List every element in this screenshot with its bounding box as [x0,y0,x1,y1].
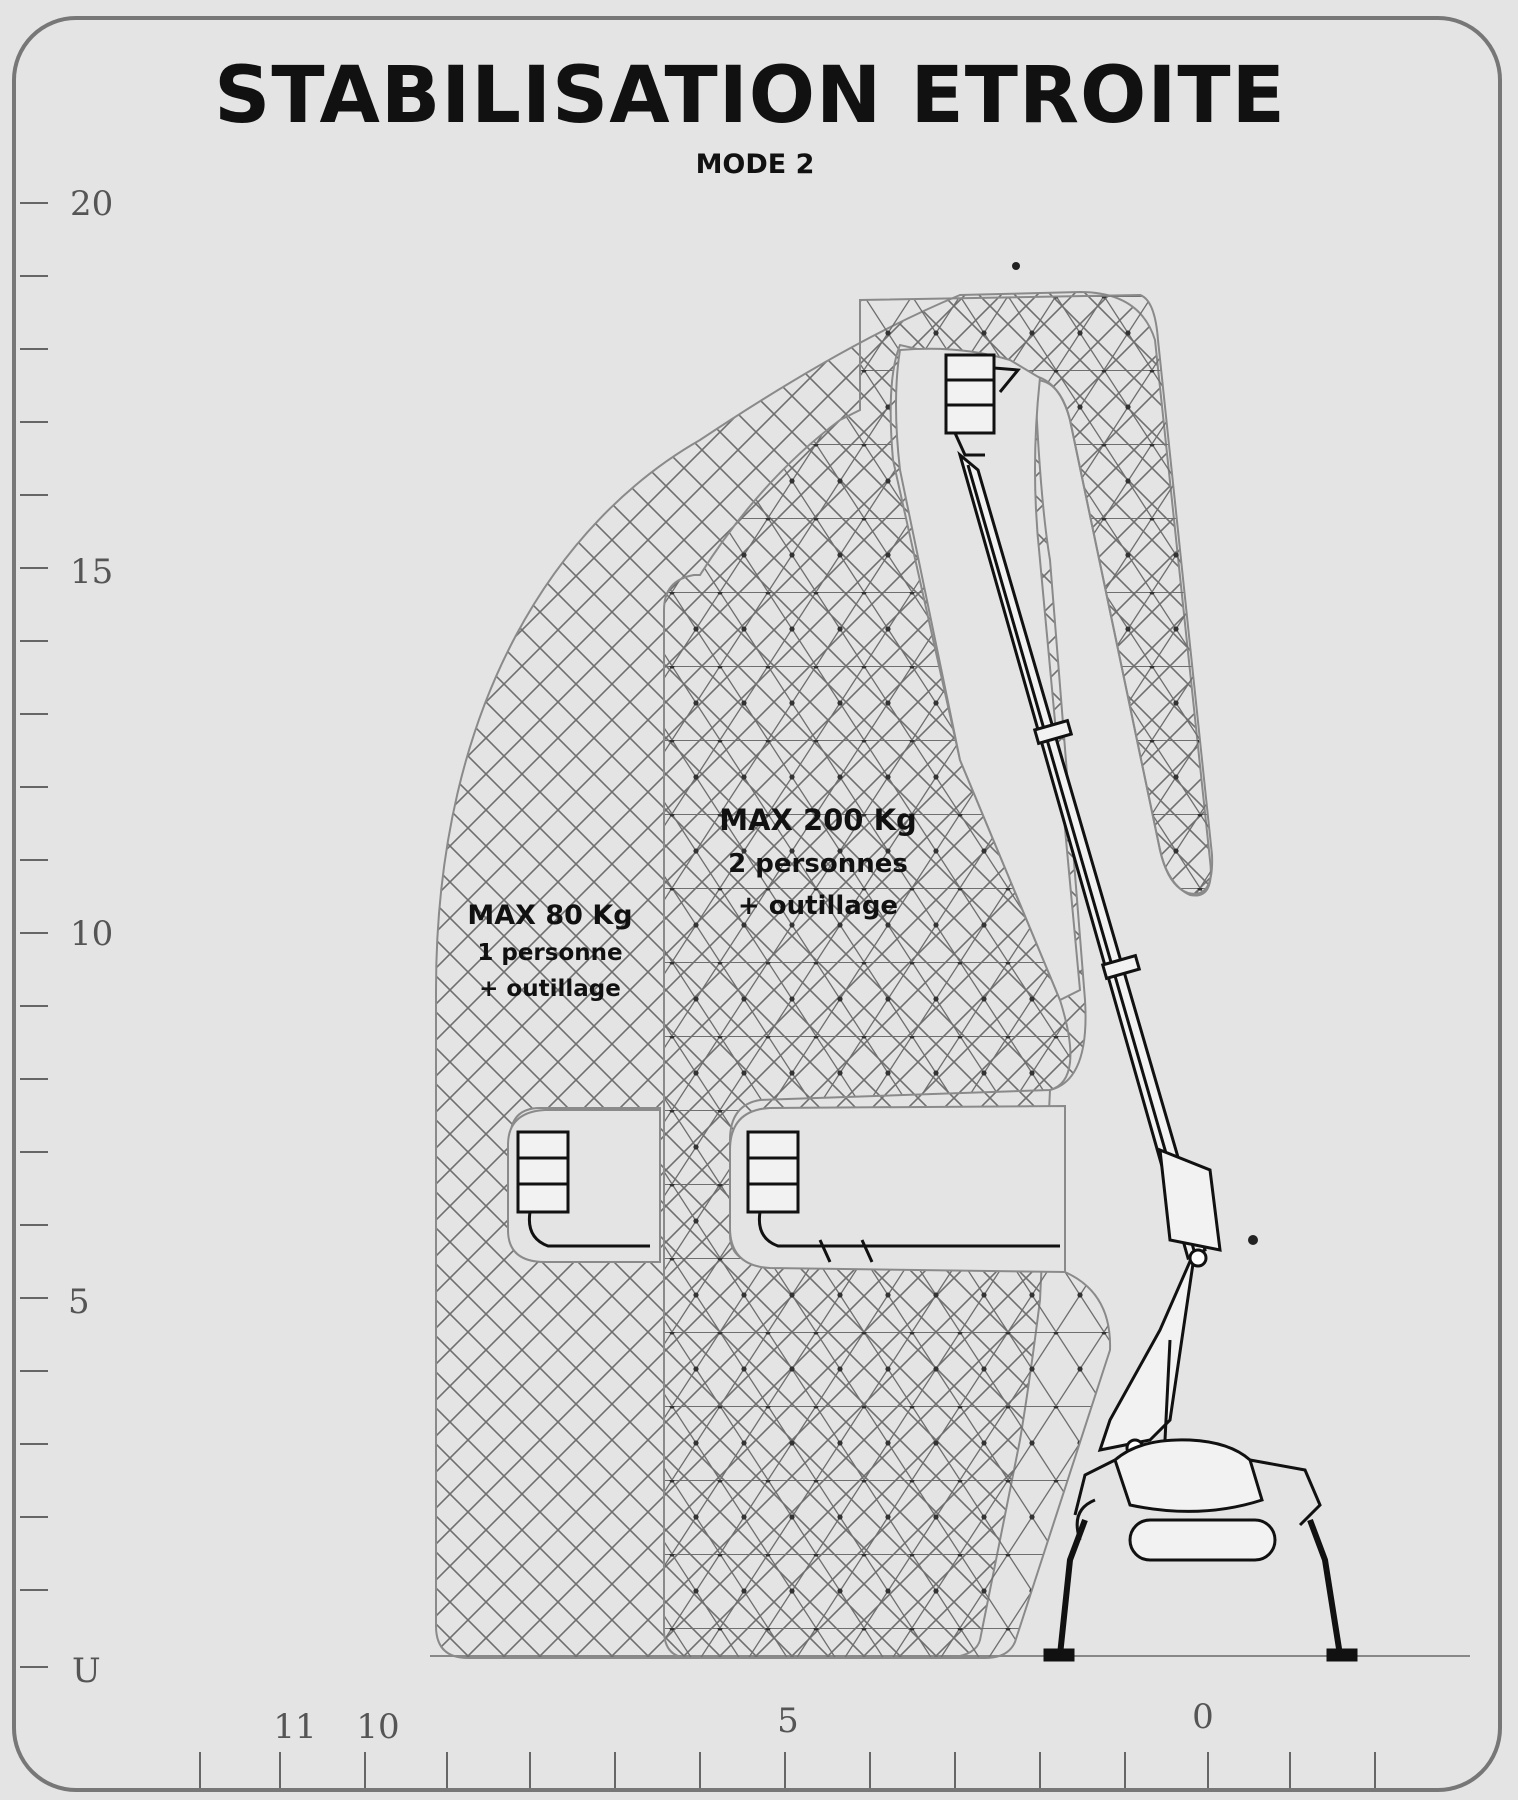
basket-right-icon [746,1130,1060,1263]
x-tick-label-10: 10 [356,1707,399,1747]
y-tick-label-10: 10 [70,914,113,954]
y-tick-label-5: 5 [68,1282,90,1322]
basket-top-icon [944,353,1021,457]
print-speck [1012,262,1020,270]
y-tick-label-15: 15 [70,552,113,592]
diagram-subtitle: MODE 2 [696,149,815,180]
boom-arm [957,450,1222,1458]
machine-chassis [1043,1438,1358,1662]
diagram-title: STABILISATION ETROITE [214,51,1286,141]
zone-200-label-2: 2 personnes [728,849,908,879]
x-tick-label-5: 5 [777,1701,799,1741]
zone-80-label-3: + outillage [479,976,621,1002]
zone-200-label-3: + outillage [738,891,898,921]
y-tick-label-20: 20 [70,184,113,224]
y-tick-label-0: U [72,1651,101,1691]
basket-left-icon [516,1130,650,1248]
lower-basket-cutout-right [729,1104,1066,1274]
y-axis [20,202,48,1668]
boom-clearance-cutout [895,347,1082,1002]
x-tick-label-11: 11 [273,1707,316,1747]
x-tick-label-0: 0 [1192,1697,1214,1737]
print-speck [1248,1235,1258,1245]
zone-80-label-2: 1 personne [477,940,622,966]
zone-200-label-1: MAX 200 Kg [719,803,917,837]
zone-80-label-1: MAX 80 Kg [467,900,632,931]
